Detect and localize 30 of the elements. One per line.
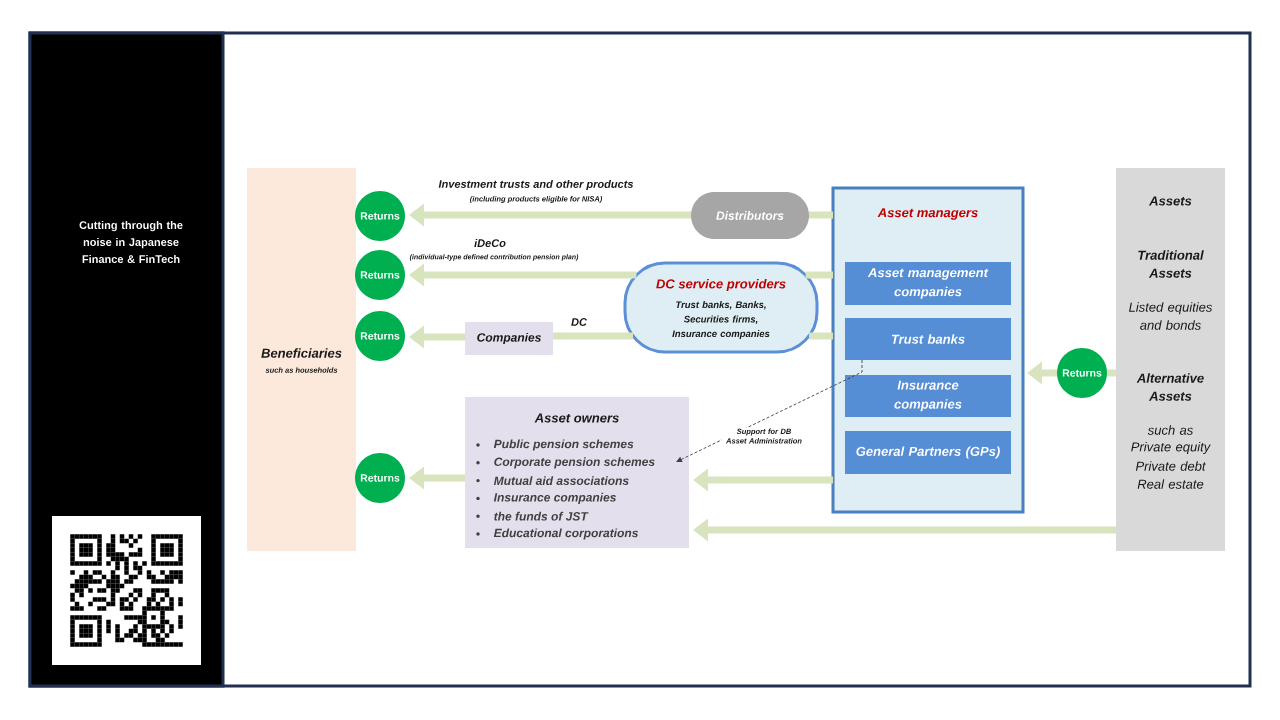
category-text: Private equity [1131, 441, 1211, 455]
entity-box: Companies [465, 322, 553, 355]
category-heading: Traditional Assets [1138, 250, 1204, 278]
panel-heading: DC service providers [656, 278, 786, 292]
category-text: Real estate [1137, 479, 1204, 489]
rounded-box: Distributors [691, 192, 809, 239]
tagline-text: Cutting through the noise in Japanese Finance & FinTech [79, 220, 183, 264]
list-item: Corporate pension schemes [494, 457, 655, 469]
category-text: Listed equities and bonds [1129, 302, 1213, 330]
panel-heading: Asset owners [534, 413, 619, 423]
edge-label: iDeCo [473, 237, 507, 249]
panel-text: Trust banks, Banks, Securities firms, Insurance companies [672, 301, 770, 339]
member-box: Trust banks [845, 318, 1011, 360]
member-box: Insurance companies [845, 375, 1011, 417]
member-box: General Partners (GPs) [845, 431, 1011, 474]
member-box: Asset management companies [845, 262, 1011, 305]
list-item: Mutual aid associations [493, 476, 629, 485]
panel-heading: Asset managers [877, 208, 978, 220]
edge-label: Investment trusts and other products [437, 178, 635, 192]
category-text: Private debt [1135, 461, 1206, 471]
list-item: Insurance companies [493, 492, 616, 504]
edge-label: DC [570, 317, 588, 327]
column-heading: Assets [1148, 196, 1192, 206]
category-heading: Alternative Assets [1136, 373, 1204, 401]
column-heading: Beneficiaries [261, 348, 342, 358]
dashed-arrow [676, 359, 863, 462]
list-item: Public pension schemes [493, 439, 634, 451]
list-item: the funds of JST [494, 511, 589, 521]
list-item: Educational corporations [493, 528, 638, 540]
category-text: such as [1147, 425, 1193, 435]
